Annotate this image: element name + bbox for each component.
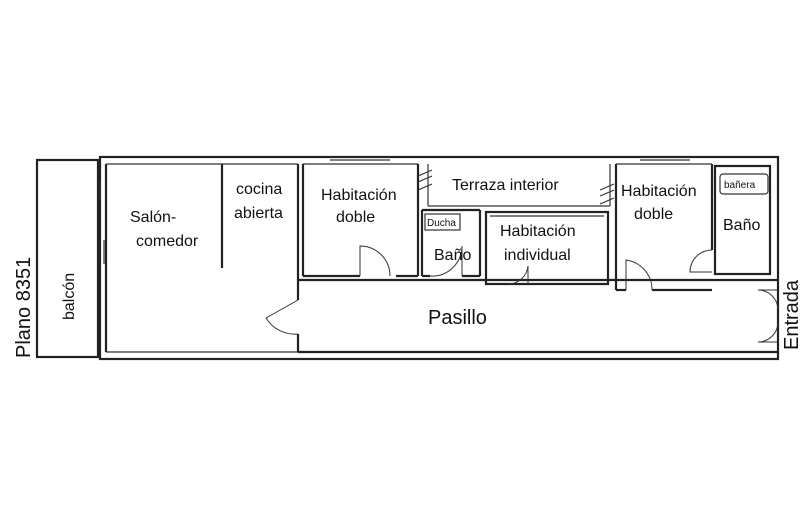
shower-outline — [424, 213, 461, 231]
hab-left-label-1: Habitación — [321, 187, 397, 204]
door-bano-center — [429, 245, 463, 277]
windows — [99, 159, 690, 264]
salon-label-2: comedor — [136, 233, 199, 250]
terraza-opening-right — [599, 183, 615, 205]
door-entrance-a — [757, 289, 779, 311]
door-bano-right — [689, 249, 713, 273]
door-hab-individual — [507, 265, 529, 285]
hab-individual-label-2: individual — [504, 247, 571, 264]
cocina-label-1: cocina — [236, 181, 282, 198]
door-hab-right — [625, 259, 653, 291]
bano-right-label: Baño — [723, 217, 760, 234]
door-entrance-b — [757, 321, 779, 343]
hab-left-label-2: doble — [336, 209, 375, 226]
balcony-outline — [35, 158, 100, 359]
ducha-label: Ducha — [427, 218, 456, 229]
door-hab-left — [359, 245, 391, 277]
hab-right-label-1: Habitación — [621, 183, 697, 200]
balcon-label: balcón — [61, 273, 78, 320]
banera-label: bañera — [724, 180, 756, 191]
salon-label-1: Salón- — [130, 209, 176, 226]
exterior-wall — [98, 155, 780, 361]
plan-id-label: Plano 8351 — [13, 257, 35, 358]
bano-center-label: Baño — [434, 247, 471, 264]
door-salon — [265, 299, 299, 335]
pasillo-label: Pasillo — [428, 307, 487, 329]
hab-individual-outline — [484, 210, 610, 286]
terraza-opening-left — [417, 169, 433, 191]
cocina-label-2: abierta — [234, 205, 283, 222]
terraza-label: Terraza interior — [452, 177, 559, 194]
entrance-label: Entrada — [781, 279, 800, 350]
walls — [35, 155, 780, 361]
hab-individual-label-1: Habitación — [500, 223, 576, 240]
doors — [265, 245, 779, 343]
hab-right-label-2: doble — [634, 206, 673, 223]
bathtub-outline — [719, 173, 769, 195]
bano-right-outline — [713, 164, 772, 276]
